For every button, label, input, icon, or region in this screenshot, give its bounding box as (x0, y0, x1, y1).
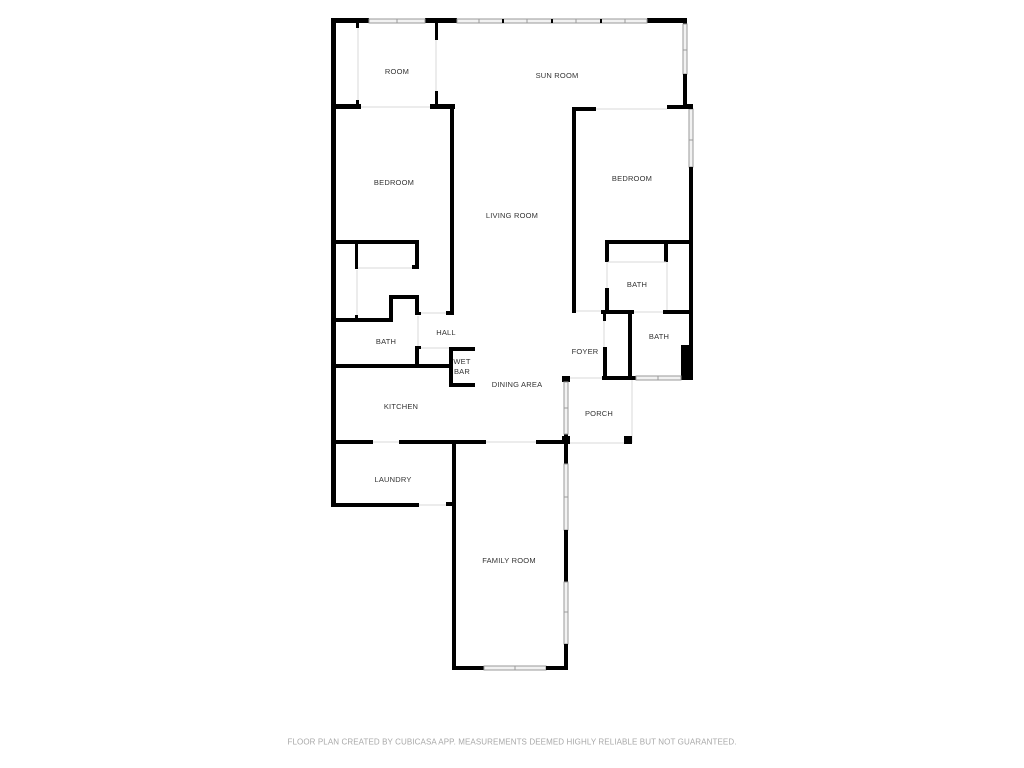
room-label-bedroom-left: BEDROOM (373, 178, 415, 187)
room-label-laundry: LAUNDRY (374, 475, 412, 484)
room-label-wet-bar: WET BAR (453, 357, 471, 376)
room-label-foyer: FOYER (571, 347, 599, 356)
room-label-porch: PORCH (584, 409, 614, 418)
wall-west (331, 18, 336, 507)
wall-kitchen-south (331, 440, 373, 444)
wall-north-mid (425, 18, 457, 23)
room-label-sun-room: SUN ROOM (535, 71, 579, 80)
wall-east (689, 167, 693, 380)
wall-north-left (331, 18, 369, 23)
room-label-family-room: FAMILY ROOM (482, 556, 536, 565)
room-label-living-room: LIVING ROOM (485, 211, 539, 220)
room-label-dining-area: DINING AREA (491, 380, 543, 389)
window-family-east-2 (563, 581, 569, 645)
disclaimer-text: FLOOR PLAN CREATED BY CUBICASA APP. MEAS… (287, 737, 737, 747)
room-label-hall: HALL (436, 328, 456, 337)
room-label-bath-upper-right: BATH (626, 280, 648, 289)
room-label-bath-lower-right: BATH (648, 332, 670, 341)
room-label-bath-left: BATH (375, 337, 397, 346)
wall-north-right (647, 18, 686, 23)
room-label-kitchen: KITCHEN (383, 402, 419, 411)
room-label-bedroom-right: BEDROOM (611, 174, 653, 183)
room-label-room: ROOM (384, 67, 410, 76)
window-sunroom-east (682, 23, 688, 75)
wall-sunroom-east (683, 18, 687, 24)
window-bedroom-east (688, 108, 694, 168)
